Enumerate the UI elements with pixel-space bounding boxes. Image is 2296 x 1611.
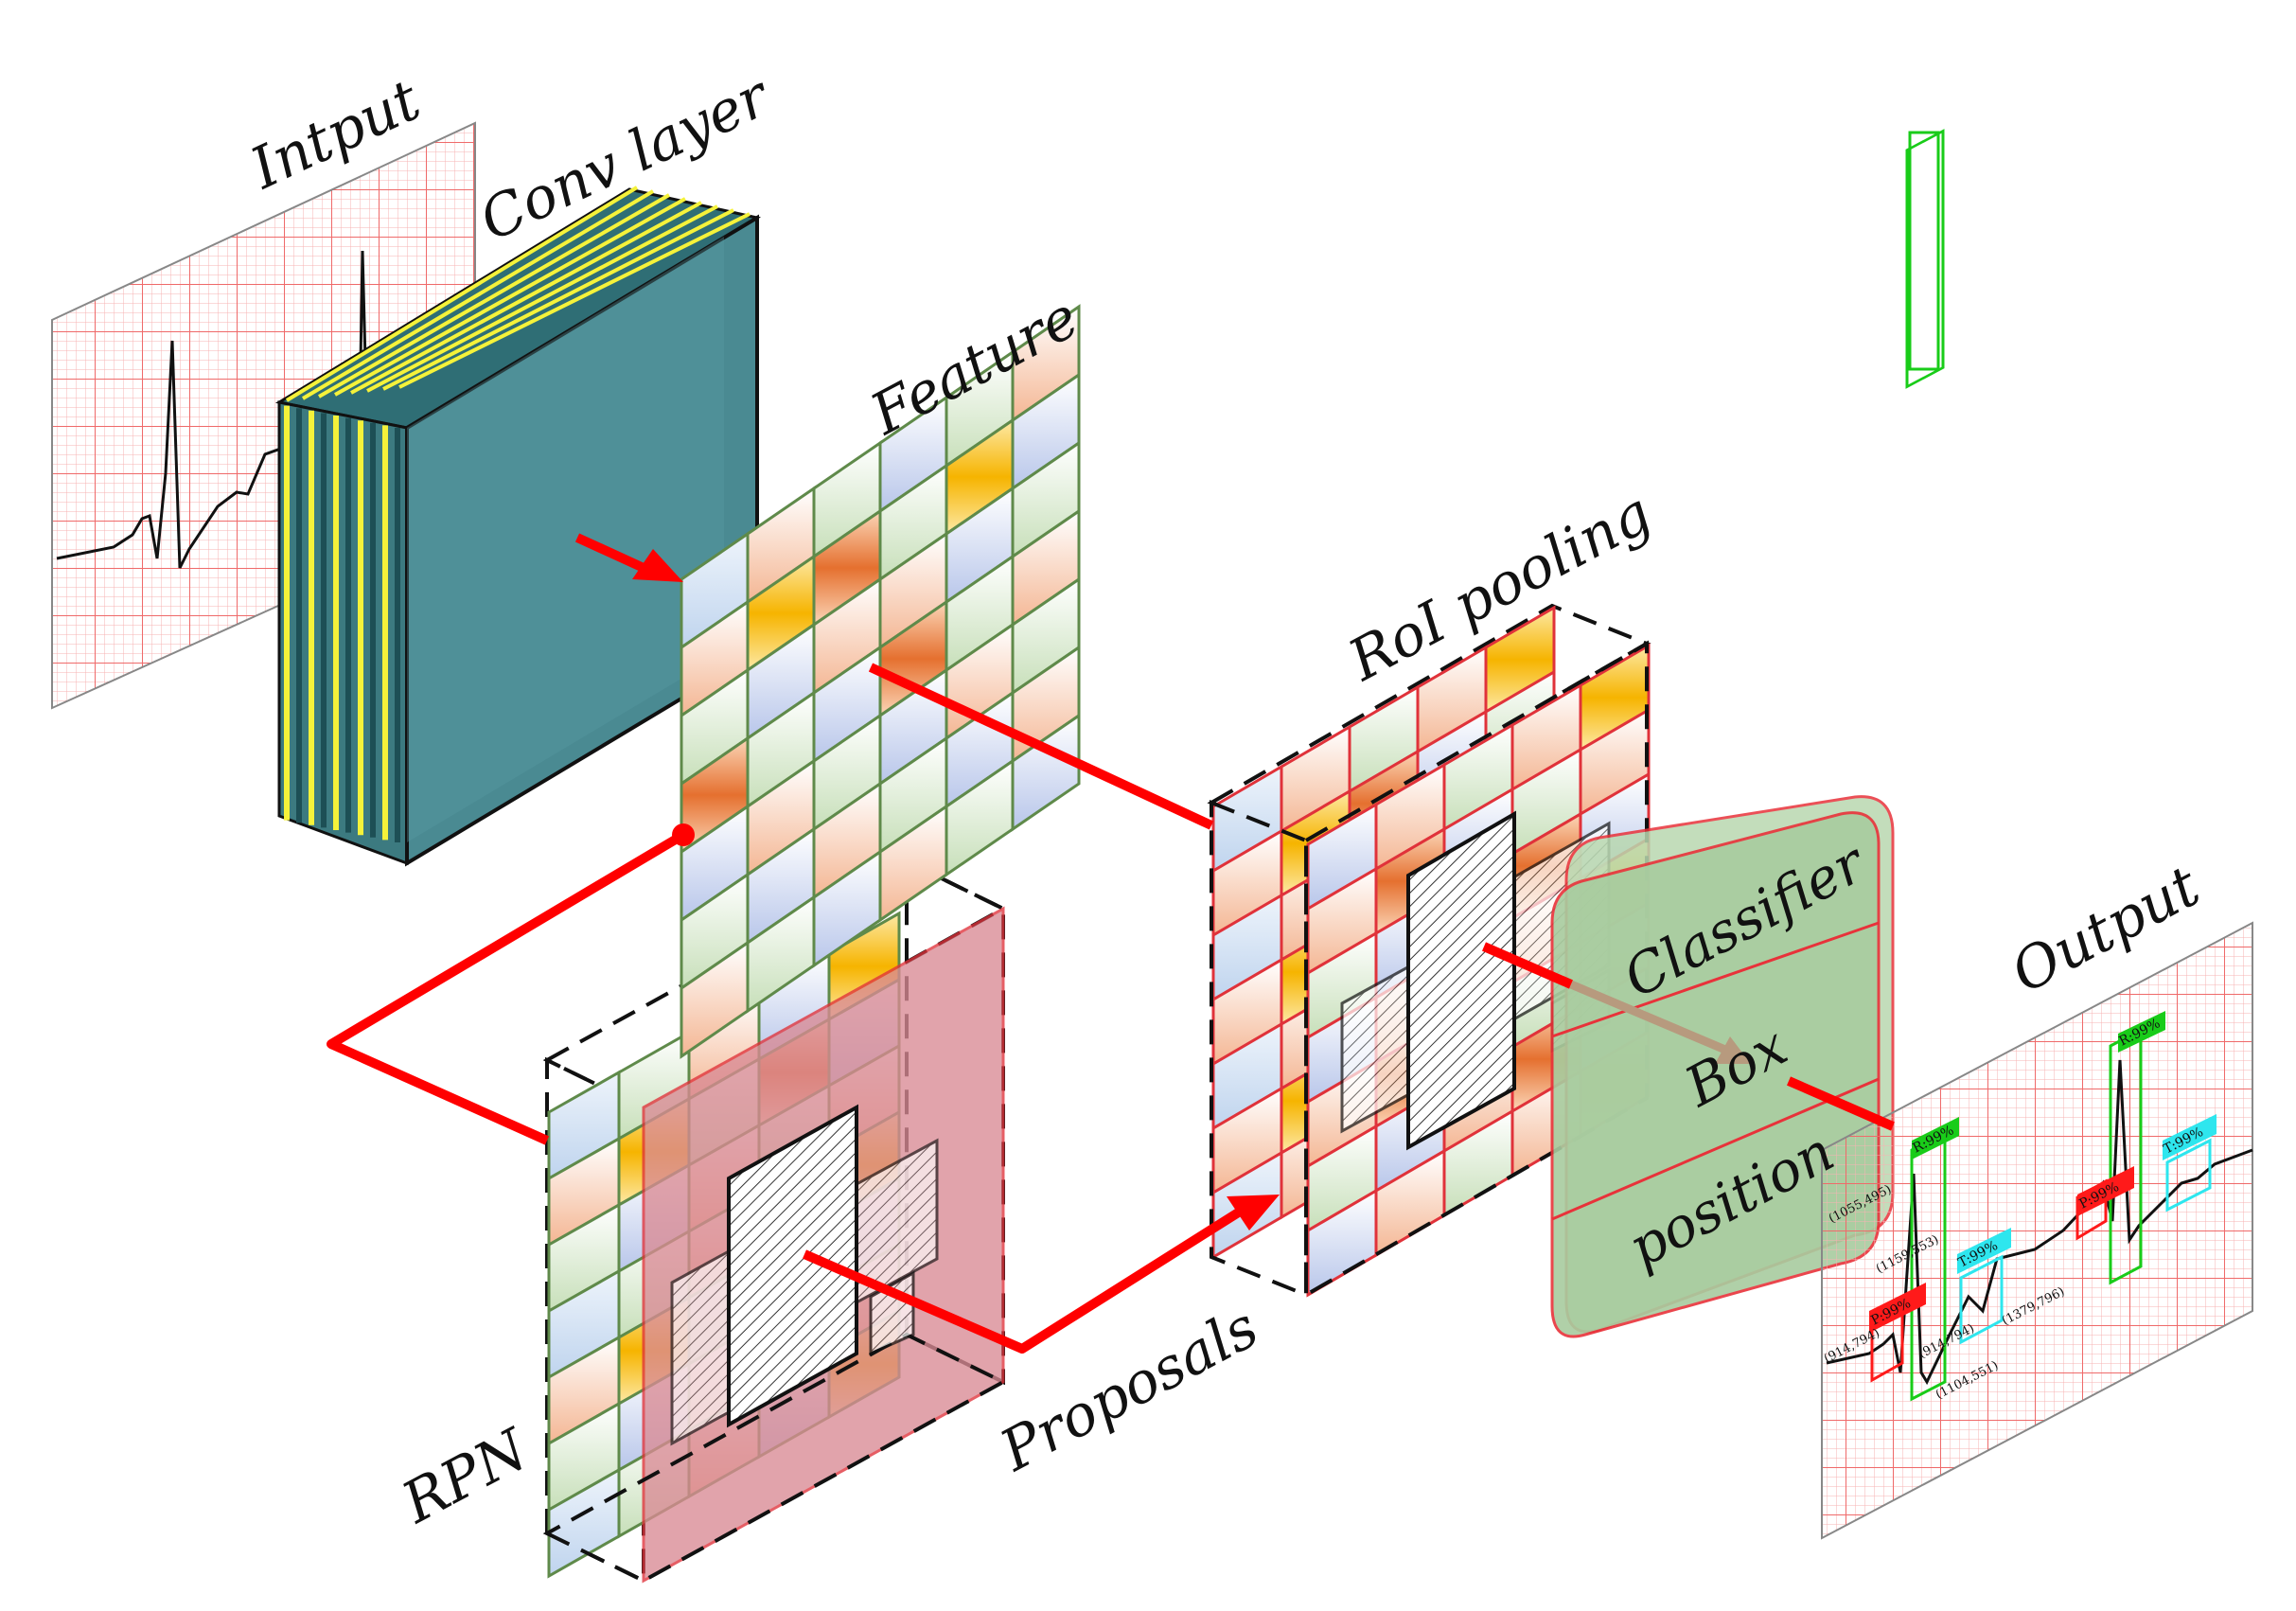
- r-detection-box-1: [1905, 129, 1945, 389]
- arrow-proposals: [803, 1207, 1243, 1354]
- output-ecg-panel: R:99% R:99% T:99% T:99% P:99% P:99% (105…: [1821, 129, 2253, 1540]
- conv-stripe: [334, 197, 686, 397]
- output-ecg-trace: [1826, 1059, 2253, 1386]
- arrow-feature-to-roi: [868, 663, 1214, 830]
- conv-stripe: [301, 189, 655, 400]
- conv-stripe: [398, 212, 751, 389]
- label-rpn: RPN: [391, 1415, 540, 1536]
- connector-roi-to-box: [1569, 980, 1734, 1057]
- label-proposals: Proposals: [989, 1294, 1268, 1484]
- arrow-conv-to-feature: [574, 533, 646, 573]
- grid-cell: [1011, 713, 1081, 832]
- feature-map: [680, 304, 1081, 1059]
- conv-stripe: [366, 204, 718, 393]
- arrow-roi-to-classifier: [1482, 942, 1573, 989]
- rpn-block: [542, 858, 1008, 1584]
- conv-stripe: [318, 193, 670, 398]
- conv-stripe: [285, 186, 639, 402]
- conv-stripe: [350, 201, 702, 395]
- conv-stripe: [382, 208, 734, 391]
- roi-pooling-block: [1207, 603, 1651, 1299]
- arrow-classifier-to-output: [1787, 1076, 1895, 1131]
- flow-arrows: [327, 533, 1895, 1354]
- arrow-feature-to-rpn: [327, 830, 686, 1145]
